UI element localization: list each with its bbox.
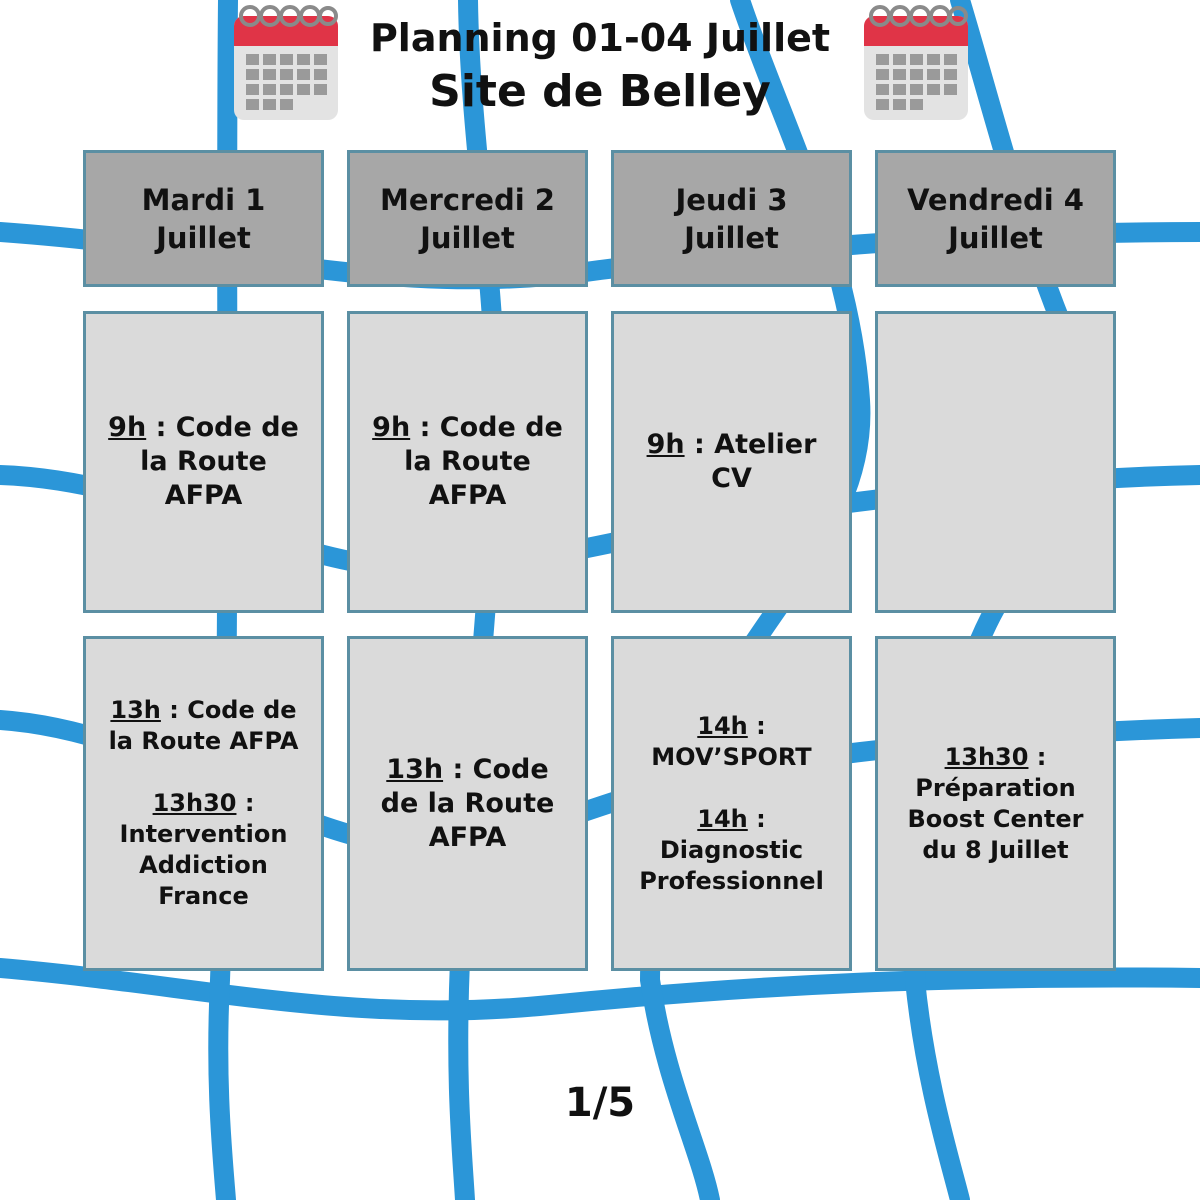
event-text: : Atelier: [684, 429, 817, 460]
day-name: Jeudi 3: [675, 182, 788, 217]
calendar-icon-right: [862, 2, 970, 122]
event-text: : Code: [443, 753, 549, 785]
horizontal-line-4: [0, 958, 1200, 1021]
event-time: 14h: [697, 711, 748, 740]
event-text: :: [236, 789, 255, 817]
title-line-2: Site de Belley: [429, 66, 771, 117]
afternoon-slot-vendredi: 13h30 : Préparation Boost Center du 8 Ju…: [875, 636, 1116, 971]
event-text: de la Route: [380, 787, 555, 819]
page-indicator: 1/5: [564, 1080, 636, 1126]
event-text: Préparation: [915, 773, 1076, 802]
event-text: : Code de: [410, 412, 563, 443]
day-name: Vendredi 4: [907, 182, 1084, 217]
morning-slot-mercredi: 9h : Code de la Route AFPA: [347, 311, 588, 613]
event-time: 9h: [372, 412, 411, 443]
event-text: MOV’SPORT: [651, 742, 812, 771]
event-text: Intervention: [119, 820, 288, 848]
event-time: 14h: [697, 804, 748, 833]
afternoon-slot-jeudi: 14h : MOV’SPORT 14h : Diagnostic Profess…: [611, 636, 852, 971]
event-time: 13h30: [944, 742, 1029, 771]
event-text: France: [158, 882, 249, 910]
event-text: :: [1028, 742, 1047, 771]
day-name: Mardi 1: [141, 182, 266, 217]
event-text: du 8 Juillet: [922, 835, 1069, 864]
day-month: Juillet: [948, 220, 1043, 255]
calendar-icon-left: [232, 2, 340, 122]
event-text: : Code de: [146, 412, 299, 443]
calendar-icon: [234, 5, 338, 120]
event-text: Boost Center: [907, 804, 1084, 833]
day-month: Juillet: [156, 220, 251, 255]
morning-slot-vendredi: [875, 311, 1116, 613]
event-text: AFPA: [428, 821, 507, 853]
event-text: la Route AFPA: [108, 727, 299, 755]
event-text: :: [747, 804, 766, 833]
event-text: :: [747, 711, 766, 740]
event-text: AFPA: [164, 480, 243, 511]
event-text: Professionnel: [639, 866, 824, 895]
event-time: 9h: [646, 429, 685, 460]
page-title: Planning 01-04 Juillet Site de Belley: [300, 12, 900, 120]
event-text: Diagnostic: [659, 835, 804, 864]
event-time: 13h30: [152, 789, 237, 817]
event-text: Addiction: [139, 851, 268, 879]
day-name: Mercredi 2: [380, 182, 555, 217]
event-text: AFPA: [428, 480, 507, 511]
event-text: la Route: [140, 446, 267, 477]
event-time: 13h: [110, 696, 161, 724]
event-text: la Route: [404, 446, 531, 477]
afternoon-slot-mardi: 13h : Code de la Route AFPA 13h30 : Inte…: [83, 636, 324, 971]
morning-slot-mardi: 9h : Code de la Route AFPA: [83, 311, 324, 613]
afternoon-slot-mercredi: 13h : Code de la Route AFPA: [347, 636, 588, 971]
calendar-icon: [864, 5, 968, 120]
morning-slot-jeudi: 9h : Atelier CV: [611, 311, 852, 613]
event-time: 9h: [108, 412, 147, 443]
event-time: 13h: [386, 753, 444, 785]
day-month: Juillet: [420, 220, 515, 255]
event-text: : Code de: [160, 696, 297, 724]
title-line-1: Planning 01-04 Juillet: [369, 16, 831, 60]
day-month: Juillet: [684, 220, 779, 255]
event-text: CV: [711, 463, 752, 494]
